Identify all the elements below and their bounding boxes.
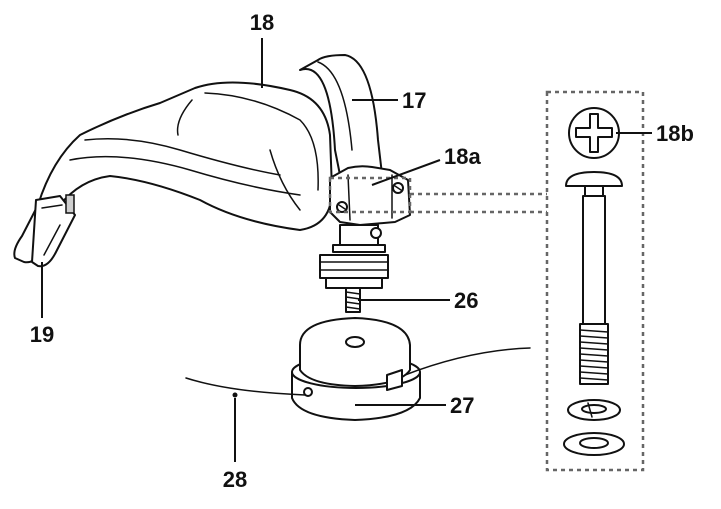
gearbox-neck bbox=[319, 224, 389, 289]
shaft-tube bbox=[299, 54, 386, 201]
cutting-line bbox=[185, 347, 531, 398]
threaded-stud bbox=[345, 287, 361, 313]
detail-callout bbox=[328, 90, 645, 472]
flat-washer bbox=[563, 432, 625, 456]
label-cutting-line: 28 bbox=[223, 467, 247, 492]
label-guard: 18 bbox=[250, 10, 274, 35]
label-clamp: 18a bbox=[444, 144, 481, 169]
guard-body bbox=[13, 81, 333, 264]
carriage-bolt bbox=[565, 171, 623, 385]
label-line-cutter: 19 bbox=[30, 322, 54, 347]
label-shaft: 17 bbox=[402, 88, 426, 113]
spring-washer bbox=[567, 399, 621, 421]
label-stud: 26 bbox=[454, 288, 478, 313]
line-cutter-blade bbox=[31, 194, 76, 268]
bolt-head-top-view bbox=[568, 107, 620, 159]
trimmer-head bbox=[291, 317, 421, 421]
label-trimmer-head: 27 bbox=[450, 393, 474, 418]
label-bolt-head: 18b bbox=[656, 121, 694, 146]
leader-lines bbox=[41, 38, 652, 462]
